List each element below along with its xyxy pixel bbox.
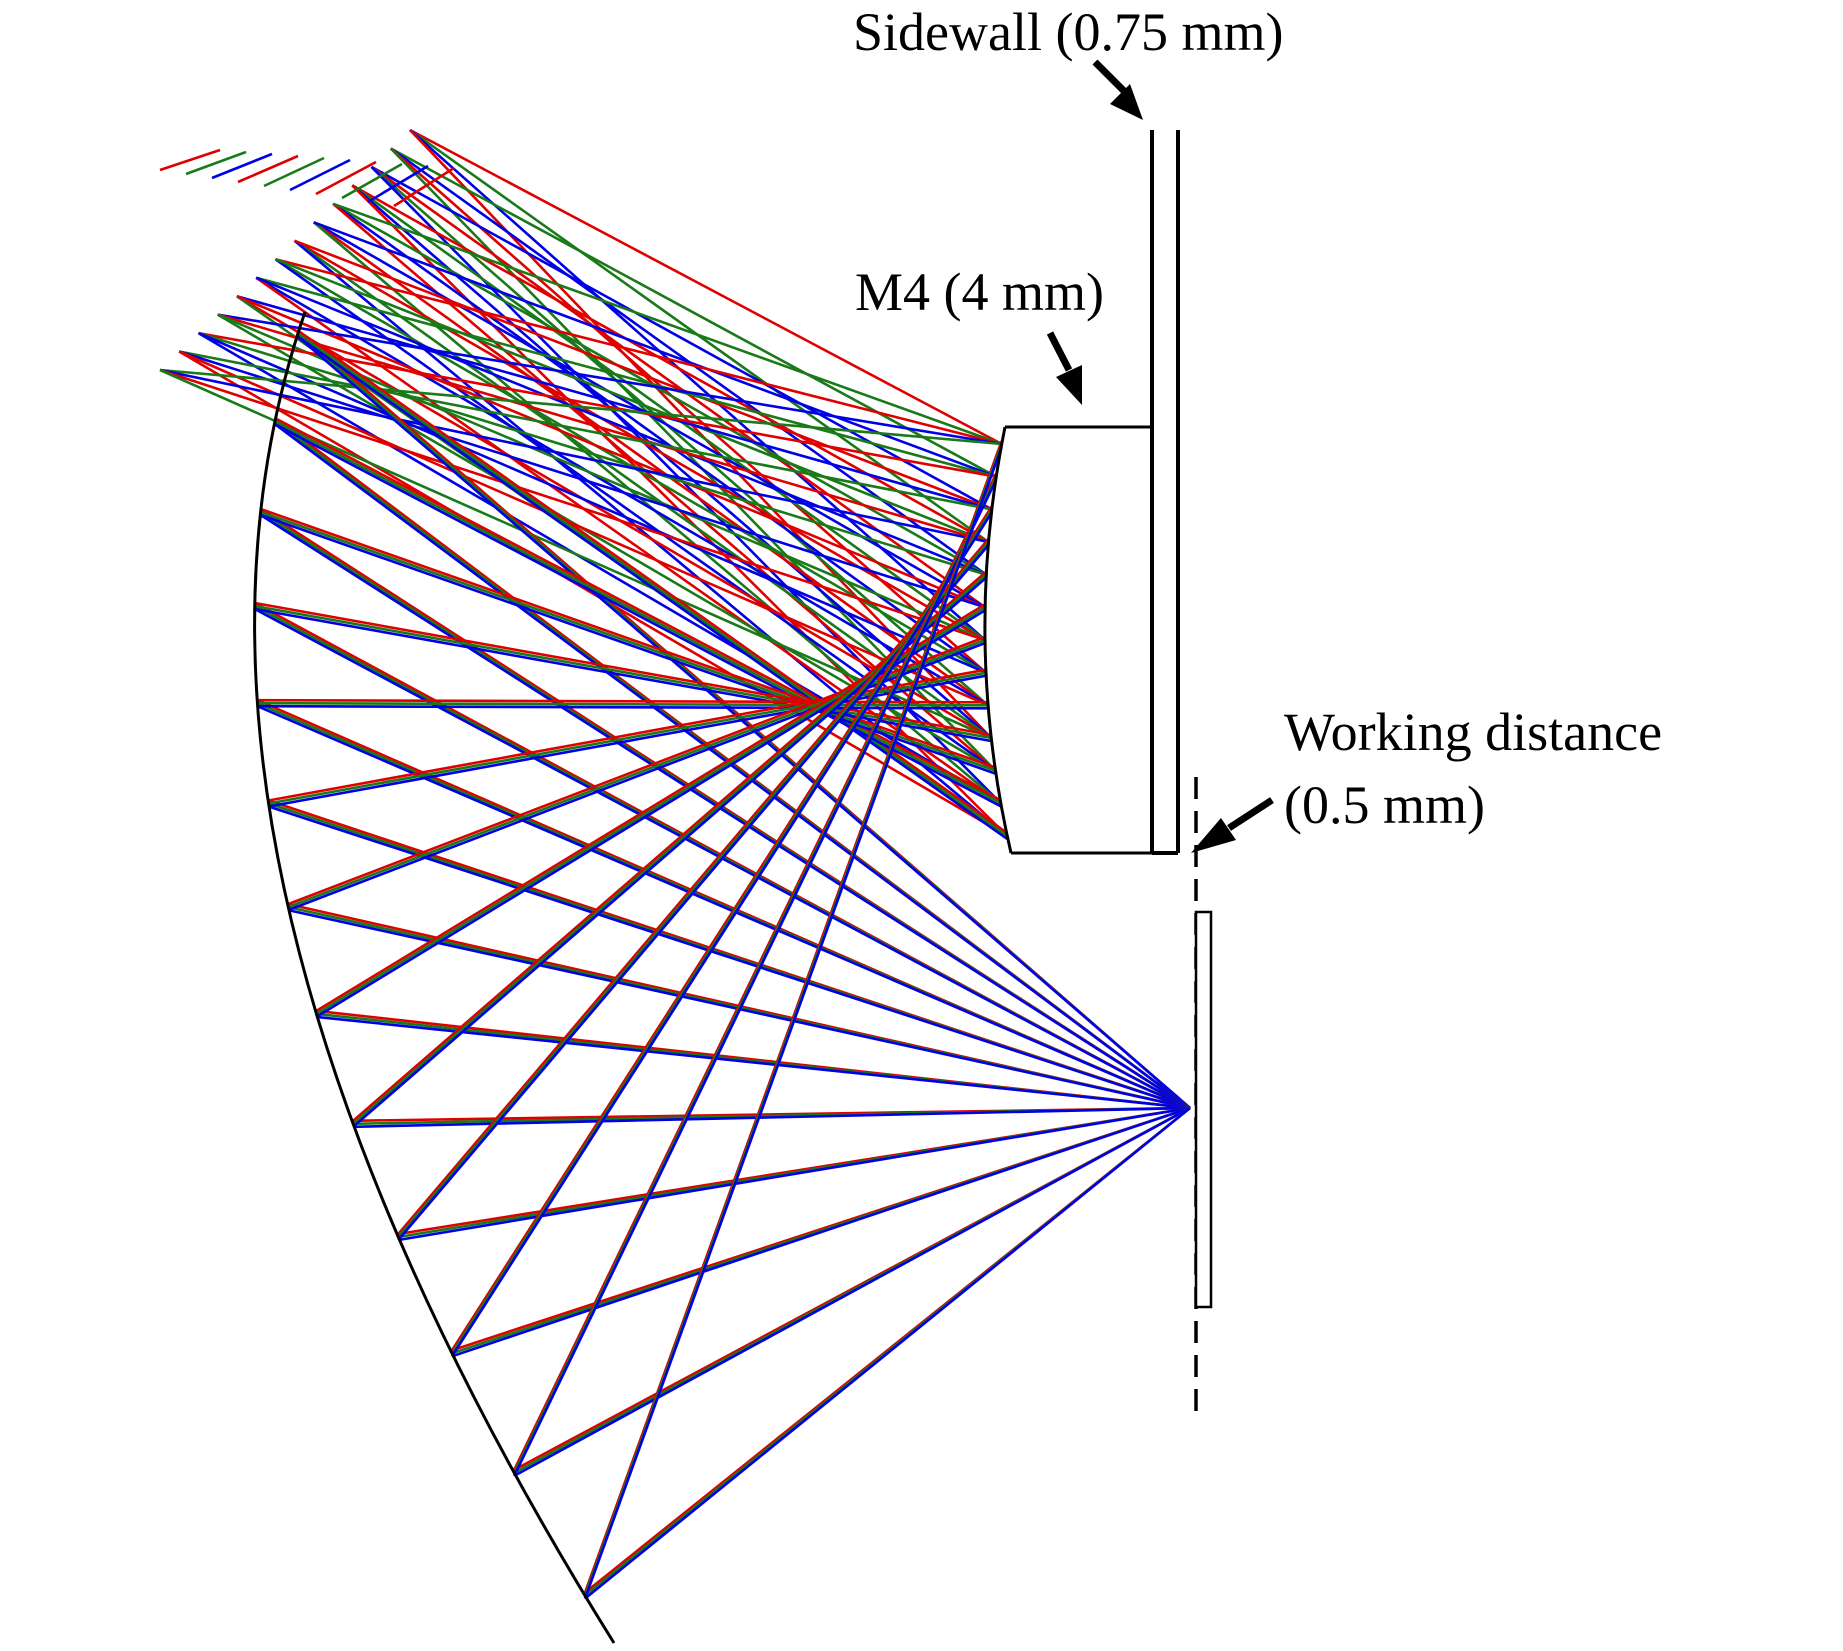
ray-mirror-to-focus (584, 1106, 1191, 1600)
sidewall-label: Sidewall (0.75 mm) (853, 2, 1283, 62)
ray-entrance-stub (159, 148, 221, 172)
sample-slide (1194, 910, 1213, 1309)
ray-incoming (159, 368, 986, 642)
ray-incoming (236, 295, 992, 740)
ray-m4-to-mirror (274, 423, 1002, 808)
ray-incoming (390, 147, 997, 478)
m4-curved-face (983, 426, 1013, 854)
ray-incoming (409, 128, 1003, 446)
working-distance-value-label: (0.5 mm) (1284, 775, 1485, 835)
ray-m4-to-mirror (352, 570, 988, 1122)
sidewall-arrow (1092, 59, 1143, 120)
ray-mirror-to-focus (398, 1106, 1191, 1242)
ray-incoming (409, 129, 986, 641)
ray-m4-to-mirror (513, 473, 998, 1471)
ray-incoming (274, 257, 989, 544)
ray-m4-to-mirror (268, 668, 987, 802)
ray-mirror-to-focus (316, 1015, 1191, 1110)
ray-incoming (197, 331, 987, 674)
ray-m4-to-mirror (513, 476, 998, 1474)
ray-entrance-stub (341, 162, 403, 200)
ray-m4-to-mirror (257, 701, 989, 707)
working-distance-arrow (1191, 797, 1274, 853)
ray-entrance-stub (263, 156, 325, 188)
ray-incoming (332, 202, 987, 576)
ray-incoming (159, 368, 989, 544)
ray-incoming (178, 350, 986, 609)
ray-mirror-to-focus (297, 335, 1191, 1109)
ray-m4-to-mirror (397, 541, 990, 1238)
ray-incoming (236, 294, 993, 511)
ray-entrance-stub (185, 150, 247, 176)
ray-incoming (159, 368, 1002, 446)
ray-mirror-to-focus (451, 1106, 1191, 1358)
ray-incoming (255, 276, 987, 576)
ray-incoming (217, 313, 989, 544)
ray-m4-to-mirror (450, 508, 993, 1355)
ray-incoming (178, 350, 1008, 838)
ray-m4-to-mirror (254, 607, 992, 743)
ray-m4-to-mirror (450, 505, 993, 1352)
folded-ray-bundle (254, 329, 1191, 1600)
ray-entrance-stub (393, 166, 455, 208)
ray-entrance-stub (211, 152, 273, 180)
ray-entrance-stub (289, 158, 351, 192)
ray-incoming (389, 147, 987, 674)
sidewall (1150, 130, 1180, 855)
m4-label: M4 (4 mm) (855, 262, 1104, 322)
ray-m4-to-mirror (268, 671, 987, 805)
working-distance-label: Working distance (1284, 702, 1662, 762)
primary-mirror-arc (253, 311, 616, 1644)
ray-mirror-to-focus (353, 1106, 1191, 1129)
ray-m4-to-mirror (274, 417, 1002, 802)
ray-incoming (178, 350, 989, 707)
ray-m4-to-mirror (268, 674, 987, 808)
ray-incoming (236, 294, 986, 609)
ray-mirror-to-focus (513, 1106, 1191, 1478)
ray-m4-to-mirror (254, 604, 992, 740)
ray-m4-to-mirror (583, 446, 1003, 1600)
ray-incoming (198, 331, 987, 576)
ray-m4-to-mirror (397, 544, 990, 1241)
ray-entrance-stub (237, 154, 299, 184)
ray-mirror-to-focus (259, 513, 1191, 1110)
ray-mirror-to-focus (274, 423, 1191, 1110)
ray-entrance-stub (315, 160, 377, 196)
ray-m4-to-mirror (513, 479, 998, 1477)
ray-incoming (217, 313, 1002, 446)
ray-incoming (178, 350, 993, 511)
ray-m4-to-mirror (397, 538, 990, 1235)
ray-incoming (332, 202, 1003, 446)
m4-element (983, 425, 1154, 855)
ray-incoming (351, 184, 990, 544)
m4-arrow (1046, 331, 1082, 405)
ray-incoming (294, 239, 993, 511)
ray-m4-to-mirror (260, 507, 996, 769)
ray-m4-to-mirror (254, 601, 992, 737)
ray-incoming (255, 276, 997, 478)
ray-m4-to-mirror (450, 511, 993, 1358)
ray-m4-to-mirror (274, 420, 1002, 805)
ray-incoming (275, 257, 1003, 446)
ray-incoming (370, 165, 993, 511)
ray-entrance-stub (367, 164, 429, 204)
